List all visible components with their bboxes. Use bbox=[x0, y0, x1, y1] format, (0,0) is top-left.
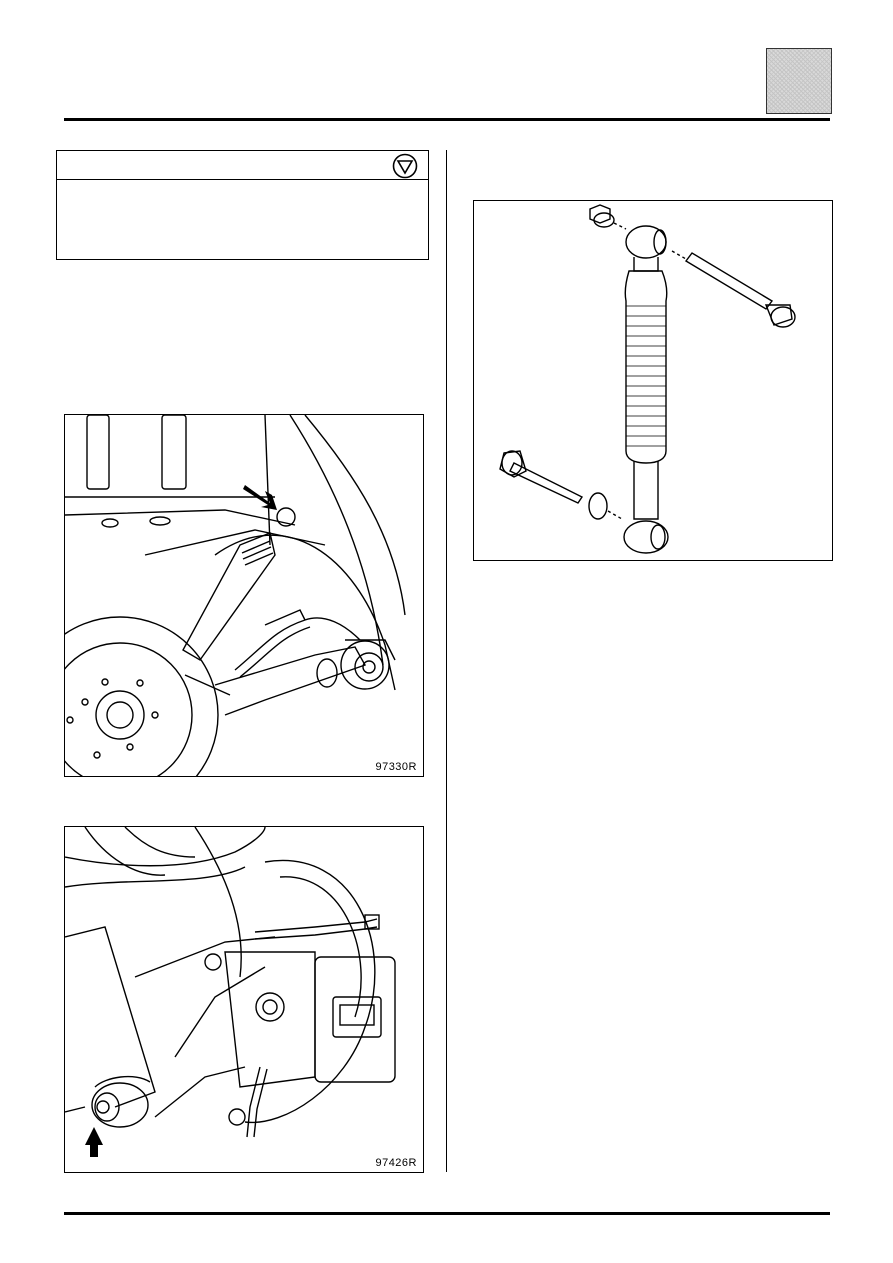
stop-circle-triangle-icon bbox=[392, 153, 418, 179]
footer-rule bbox=[64, 1212, 830, 1215]
figure-code: 97426R bbox=[375, 1157, 417, 1169]
figure-shock-absorber-exploded bbox=[473, 200, 833, 561]
figure-lower-mount-caliper: 97426R bbox=[64, 826, 424, 1173]
figure-rear-suspension: 97330R bbox=[64, 414, 424, 777]
header-rule bbox=[64, 118, 830, 121]
column-divider bbox=[446, 150, 447, 1172]
warning-note-header bbox=[57, 151, 428, 180]
figure-code: 97330R bbox=[375, 761, 417, 773]
section-tab bbox=[766, 48, 832, 114]
warning-note-box bbox=[56, 150, 429, 260]
